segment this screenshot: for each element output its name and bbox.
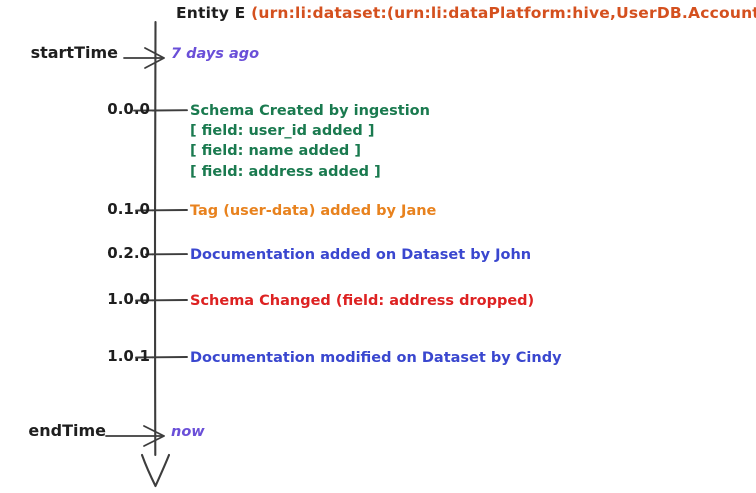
event-line: Tag (user-data) added by Jane: [190, 203, 437, 219]
timeline-arrowhead: [140, 453, 171, 488]
event-line: [ field: user_id added ]: [190, 123, 375, 140]
event-line: [ field: address added ]: [190, 163, 381, 180]
version-label-1-0-0: 1.0.0: [107, 290, 150, 308]
diagram-title: Entity E (urn:li:dataset:(urn:li:dataPla…: [176, 4, 756, 22]
version-label-0-2-0: 0.2.0: [107, 244, 150, 262]
start-time-value: 7 days ago: [171, 46, 260, 62]
entity-label: Entity E: [176, 4, 246, 22]
event-line: Schema Created by ingestion: [190, 103, 430, 119]
event-text-0-2-0: Documentation added on Dataset by John: [190, 245, 531, 265]
timeline-axis: [153, 20, 157, 457]
version-label-0-1-0: 0.1.0: [107, 200, 150, 218]
end-time-label: endTime: [28, 421, 106, 440]
event-text-1-0-0: Schema Changed (field: address dropped): [190, 291, 534, 311]
start-time-label: startTime: [30, 43, 118, 62]
event-text-0-0-0: Schema Created by ingestion [ field: user…: [190, 101, 430, 182]
entity-urn: (urn:li:dataset:(urn:li:dataPlatform:hiv…: [251, 4, 756, 22]
event-line: Documentation modified on Dataset by Cin…: [190, 350, 562, 366]
version-label-0-0-0: 0.0.0: [107, 100, 150, 118]
event-line: Schema Changed (field: address dropped): [190, 293, 535, 309]
event-text-0-1-0: Tag (user-data) added by Jane: [190, 201, 436, 221]
end-time-arrowhead: [143, 425, 165, 447]
event-line: [ field: name added ]: [190, 143, 361, 160]
start-time-arrowhead: [144, 47, 165, 69]
version-label-1-0-1: 1.0.1: [107, 347, 150, 365]
event-text-1-0-1: Documentation modified on Dataset by Cin…: [190, 348, 562, 368]
event-line: Documentation added on Dataset by John: [190, 247, 532, 263]
end-time-value: now: [171, 424, 205, 440]
